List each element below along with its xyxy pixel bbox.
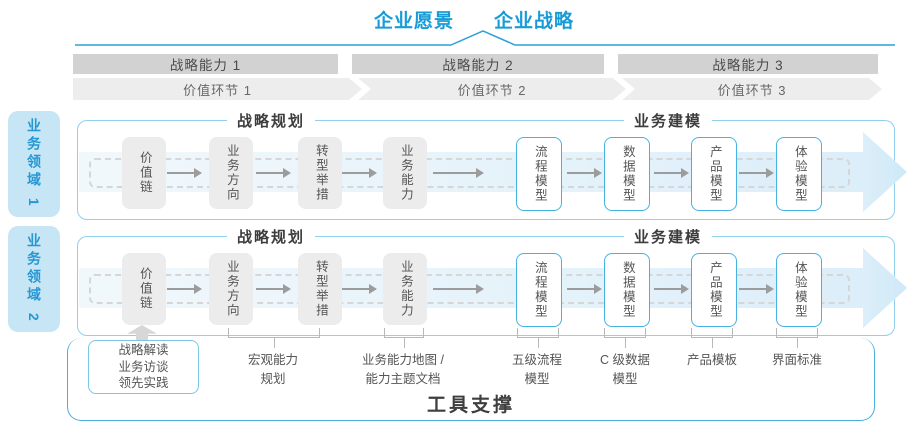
dashed-outline xyxy=(89,274,850,304)
right-arrow-icon xyxy=(256,284,291,294)
right-arrow-icon xyxy=(739,168,774,178)
connector-bracket xyxy=(228,328,320,348)
annotation-ui-standard: 界面标准 xyxy=(771,353,823,367)
process-model-box: 流程模型 xyxy=(516,137,562,211)
business-capability-box: 业务能力 xyxy=(383,253,427,325)
value-chain-box: 价值链 xyxy=(122,253,166,325)
process-model-box: 流程模型 xyxy=(516,253,562,327)
business-direction-box: 业务方向 xyxy=(209,253,253,325)
right-arrow-icon xyxy=(433,168,484,178)
connector-bracket xyxy=(517,328,559,348)
right-arrow-icon xyxy=(256,168,291,178)
strategy-practice-box: 战略解读 业务访谈 领先实践 xyxy=(88,340,199,394)
strategic-capability-bar-1: 战略能力 1 xyxy=(73,54,338,74)
annotation-product-template: 产品模板 xyxy=(686,353,738,367)
dashed-outline xyxy=(89,158,850,188)
flow-band-arrowhead-icon xyxy=(863,132,907,212)
value-chain-box: 价值链 xyxy=(122,137,166,209)
connector-bracket xyxy=(691,328,733,348)
business-direction-box: 业务方向 xyxy=(209,137,253,209)
annotation-c-level-data-model: C 级数据 模型 xyxy=(599,353,651,386)
transformation-initiatives-box: 转型举措 xyxy=(298,253,342,325)
strategic-capability-bar-3: 战略能力 3 xyxy=(618,54,878,74)
divider-with-caret-icon xyxy=(75,30,895,46)
transformation-initiatives-box: 转型举措 xyxy=(298,137,342,209)
practice-line: 战略解读 xyxy=(118,343,169,358)
right-arrow-icon xyxy=(567,284,602,294)
value-link-chevron-2: 价值环节 2 xyxy=(358,78,626,100)
right-arrow-icon xyxy=(654,284,689,294)
practice-line: 领先实践 xyxy=(118,376,169,391)
row-header-modeling: 业务建模 xyxy=(623,110,713,131)
right-arrow-icon xyxy=(567,168,602,178)
business-domain-tab-2: 业务领域 2 xyxy=(8,226,60,332)
right-arrow-icon xyxy=(167,168,202,178)
business-domain-row-1: 战略规划 业务建模 价值链 业务方向 转型举措 业务能力 流程模型 数据模型 产… xyxy=(77,110,907,220)
annotation-business-capability-map: 业务能力地图 / 能力主题文档 xyxy=(362,353,444,386)
connector-bracket xyxy=(384,328,424,348)
connector-bracket xyxy=(604,328,646,348)
annotation-five-level-process-model: 五级流程 模型 xyxy=(511,353,563,386)
right-arrow-icon xyxy=(739,284,774,294)
row-header-planning: 战略规划 xyxy=(226,226,316,247)
right-arrow-icon xyxy=(167,284,202,294)
tools-support-container: 工具支撑 xyxy=(67,338,875,421)
right-arrow-icon xyxy=(433,284,484,294)
value-link-chevron-3: 价值环节 3 xyxy=(622,78,882,100)
annotation-macro-capability-planning: 宏观能力 规划 xyxy=(247,353,299,386)
practice-line: 业务访谈 xyxy=(118,359,169,374)
row-header-modeling: 业务建模 xyxy=(623,226,713,247)
product-model-box: 产品模型 xyxy=(691,253,737,327)
tools-support-label: 工具支撑 xyxy=(426,395,516,416)
business-domain-tab-1: 业务领域 1 xyxy=(8,111,60,217)
right-arrow-icon xyxy=(654,168,689,178)
flow-band-arrowhead-icon xyxy=(863,248,907,328)
connector-bracket xyxy=(776,328,818,348)
value-link-chevron-1: 价值环节 1 xyxy=(73,78,362,100)
business-domain-row-2: 战略规划 业务建模 价值链 业务方向 转型举措 业务能力 流程模型 数据模型 产… xyxy=(77,226,907,336)
experience-model-box: 体验模型 xyxy=(776,137,822,211)
row-header-planning: 战略规划 xyxy=(226,110,316,131)
product-model-box: 产品模型 xyxy=(691,137,737,211)
data-model-box: 数据模型 xyxy=(604,253,650,327)
strategic-capability-bar-2: 战略能力 2 xyxy=(352,54,604,74)
data-model-box: 数据模型 xyxy=(604,137,650,211)
strategy-title: 企业战略 xyxy=(494,11,575,32)
vision-title: 企业愿景 xyxy=(374,11,455,32)
experience-model-box: 体验模型 xyxy=(776,253,822,327)
right-arrow-icon xyxy=(342,284,377,294)
business-capability-box: 业务能力 xyxy=(383,137,427,209)
right-arrow-icon xyxy=(342,168,377,178)
